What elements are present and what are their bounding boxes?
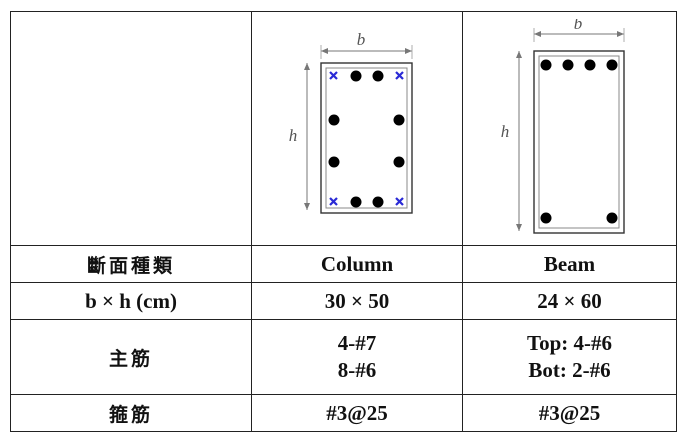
column-rebar xyxy=(393,156,405,167)
column-corner-marker xyxy=(395,196,404,206)
empty-corner-cell xyxy=(10,11,252,246)
column-b-arrow-left xyxy=(321,47,328,54)
column-rebar xyxy=(328,114,340,125)
column-h-arrow-bottom xyxy=(304,202,310,210)
main-rebar-column: 4-#7 8-#6 xyxy=(251,319,463,395)
column-h-arrow-top xyxy=(304,62,310,70)
main-rebar-beam: Top: 4-#6 Bot: 2-#6 xyxy=(462,319,677,395)
column-section-figure-cell: b h xyxy=(251,11,463,246)
beam-rebar-top xyxy=(562,59,573,70)
column-corner-marker xyxy=(329,196,338,206)
column-b-label: b xyxy=(357,30,366,49)
beam-rebar-top xyxy=(584,59,595,70)
column-rebar xyxy=(372,70,384,81)
beam-section-figure: b h xyxy=(500,19,625,234)
beam-rebar-bottom xyxy=(606,212,617,223)
column-rebar xyxy=(350,196,362,207)
column-rebar xyxy=(350,70,362,81)
figure-row: b h xyxy=(10,11,677,246)
column-corner-marker xyxy=(395,70,404,80)
column-h-label: h xyxy=(289,126,298,145)
stirrup-label: 箍筋 xyxy=(10,394,252,432)
column-rebar xyxy=(393,114,405,125)
dimensions-column: 30 × 50 xyxy=(251,282,463,320)
section-type-beam: Beam xyxy=(462,245,677,283)
beam-rebar-top xyxy=(606,59,617,70)
beam-b-label: b xyxy=(573,19,582,33)
beam-stirrup xyxy=(538,55,619,228)
column-stirrup xyxy=(325,67,408,208)
dimensions-label: b × h (cm) xyxy=(10,282,252,320)
beam-b-arrow-right xyxy=(616,30,624,37)
column-rebar xyxy=(328,156,340,167)
column-b-arrow-right xyxy=(405,47,412,54)
main-rebar-label: 主筋 xyxy=(10,319,252,395)
beam-rebar-top xyxy=(540,59,551,70)
column-rebar xyxy=(372,196,384,207)
section-type-row: 斷面種類 Column Beam xyxy=(10,245,677,283)
dimensions-beam: 24 × 60 xyxy=(462,282,677,320)
section-type-label: 斷面種類 xyxy=(10,245,252,283)
beam-b-arrow-left xyxy=(533,30,541,37)
beam-rebar-bottom xyxy=(540,212,551,223)
stirrup-row: 箍筋 #3@25 #3@25 xyxy=(10,394,677,432)
dimensions-row: b × h (cm) 30 × 50 24 × 60 xyxy=(10,282,677,320)
beam-section-figure-cell: b h xyxy=(462,11,677,246)
stirrup-beam: #3@25 xyxy=(462,394,677,432)
beam-h-arrow-bottom xyxy=(515,223,522,231)
beam-h-arrow-top xyxy=(515,50,522,58)
section-type-column: Column xyxy=(251,245,463,283)
stirrup-column: #3@25 xyxy=(251,394,463,432)
beam-h-label: h xyxy=(500,122,509,141)
column-section-figure: b h xyxy=(289,30,413,214)
column-outline xyxy=(320,61,413,214)
column-corner-marker xyxy=(329,70,338,80)
beam-outline xyxy=(532,49,625,234)
main-rebar-row: 主筋 4-#7 8-#6 Top: 4-#6 Bot: 2-#6 xyxy=(10,319,677,395)
section-spec-table: b h xyxy=(10,11,677,432)
